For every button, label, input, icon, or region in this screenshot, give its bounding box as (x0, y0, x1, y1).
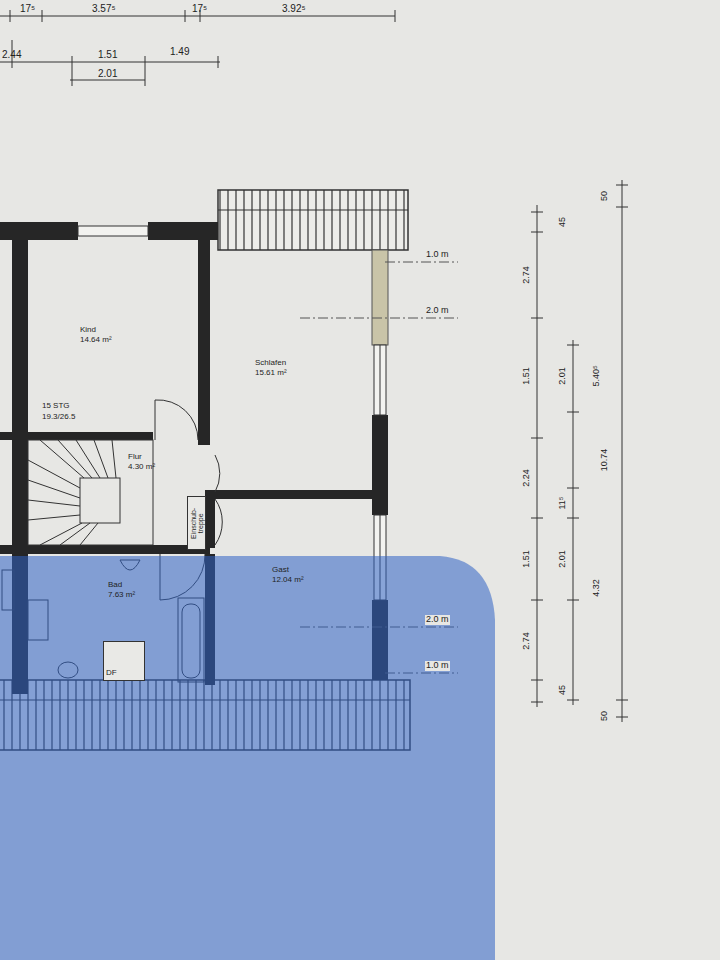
room-name: Schlafen (255, 358, 287, 368)
dimension-vertical: 4.32 (592, 579, 602, 597)
room-area-value: 12.04 m² (272, 575, 304, 585)
room-area-value: 7.63 m² (108, 590, 135, 600)
dimension-vertical: 11⁵ (558, 496, 568, 509)
room-area: Schlafen15.61 m² (210, 240, 372, 490)
room-label: DF (106, 668, 117, 678)
room-name: Gast (272, 565, 304, 575)
dimension-vertical: 2.01 (558, 367, 568, 385)
room-label: Gast12.04 m² (272, 565, 304, 584)
room-name: Bad (108, 580, 135, 590)
room-area: Gast12.04 m² (215, 500, 372, 680)
dimension-label: 1.51 (98, 49, 117, 60)
dimension-vertical: 2.74 (522, 632, 532, 650)
dimension-vertical: 1.51 (522, 550, 532, 568)
dimension-vertical: 1.51 (522, 367, 532, 385)
dimension-label: 3.57⁵ (92, 3, 116, 14)
room-label: Schlafen15.61 m² (255, 358, 287, 377)
dimension-label: 17⁵ (192, 3, 207, 14)
dimension-label: 2.01 (98, 68, 117, 79)
attic-stair-box: Einschub- treppe (187, 496, 206, 550)
room-label: Kind14.64 m² (80, 325, 112, 344)
dimension-label: 15 STG (42, 402, 70, 411)
room-label: Bad7.63 m² (108, 580, 135, 599)
dimension-vertical: 10.74 (600, 449, 610, 472)
dimension-vertical: 50 (600, 711, 610, 721)
dimension-label: 1.0 m (425, 250, 450, 260)
room-name: Einschub- treppe (189, 503, 204, 543)
room-area: Flur4.30 m² Einschub- treppe (118, 442, 205, 545)
dimension-label: 1.49 (170, 46, 189, 57)
room-area-value: 4.30 m² (128, 462, 155, 472)
room-name: DF (106, 668, 117, 678)
roof-window-box: DF (103, 641, 145, 681)
room-name: Kind (80, 325, 112, 335)
dimension-vertical: 2.01 (558, 550, 568, 568)
dimension-vertical: 2.74 (522, 266, 532, 284)
dimension-vertical: 5.40⁵ (592, 365, 602, 386)
dimension-label: 2.44 (2, 49, 21, 60)
dimension-vertical: 45 (558, 685, 568, 695)
room-area: Bad7.63 m² DF (28, 556, 205, 680)
dimension-label: 2.0 m (425, 615, 450, 625)
dimension-vertical: 50 (600, 191, 610, 201)
dimension-label: 2.0 m (425, 306, 450, 316)
room-area-value: 15.61 m² (255, 368, 287, 378)
room-name: Flur (128, 452, 155, 462)
dimension-vertical: 2.24 (522, 469, 532, 487)
room-label: Flur4.30 m² (128, 452, 155, 471)
dimension-label: 3.92⁵ (282, 3, 306, 14)
dimension-label: 1.0 m (425, 661, 450, 671)
room-label: Einschub- treppe (189, 503, 204, 543)
dimension-label: 17⁵ (20, 3, 35, 14)
room-area-value: 14.64 m² (80, 335, 112, 345)
dimension-label: 19.3/26.5 (42, 413, 75, 422)
dimension-vertical: 45 (558, 217, 568, 227)
